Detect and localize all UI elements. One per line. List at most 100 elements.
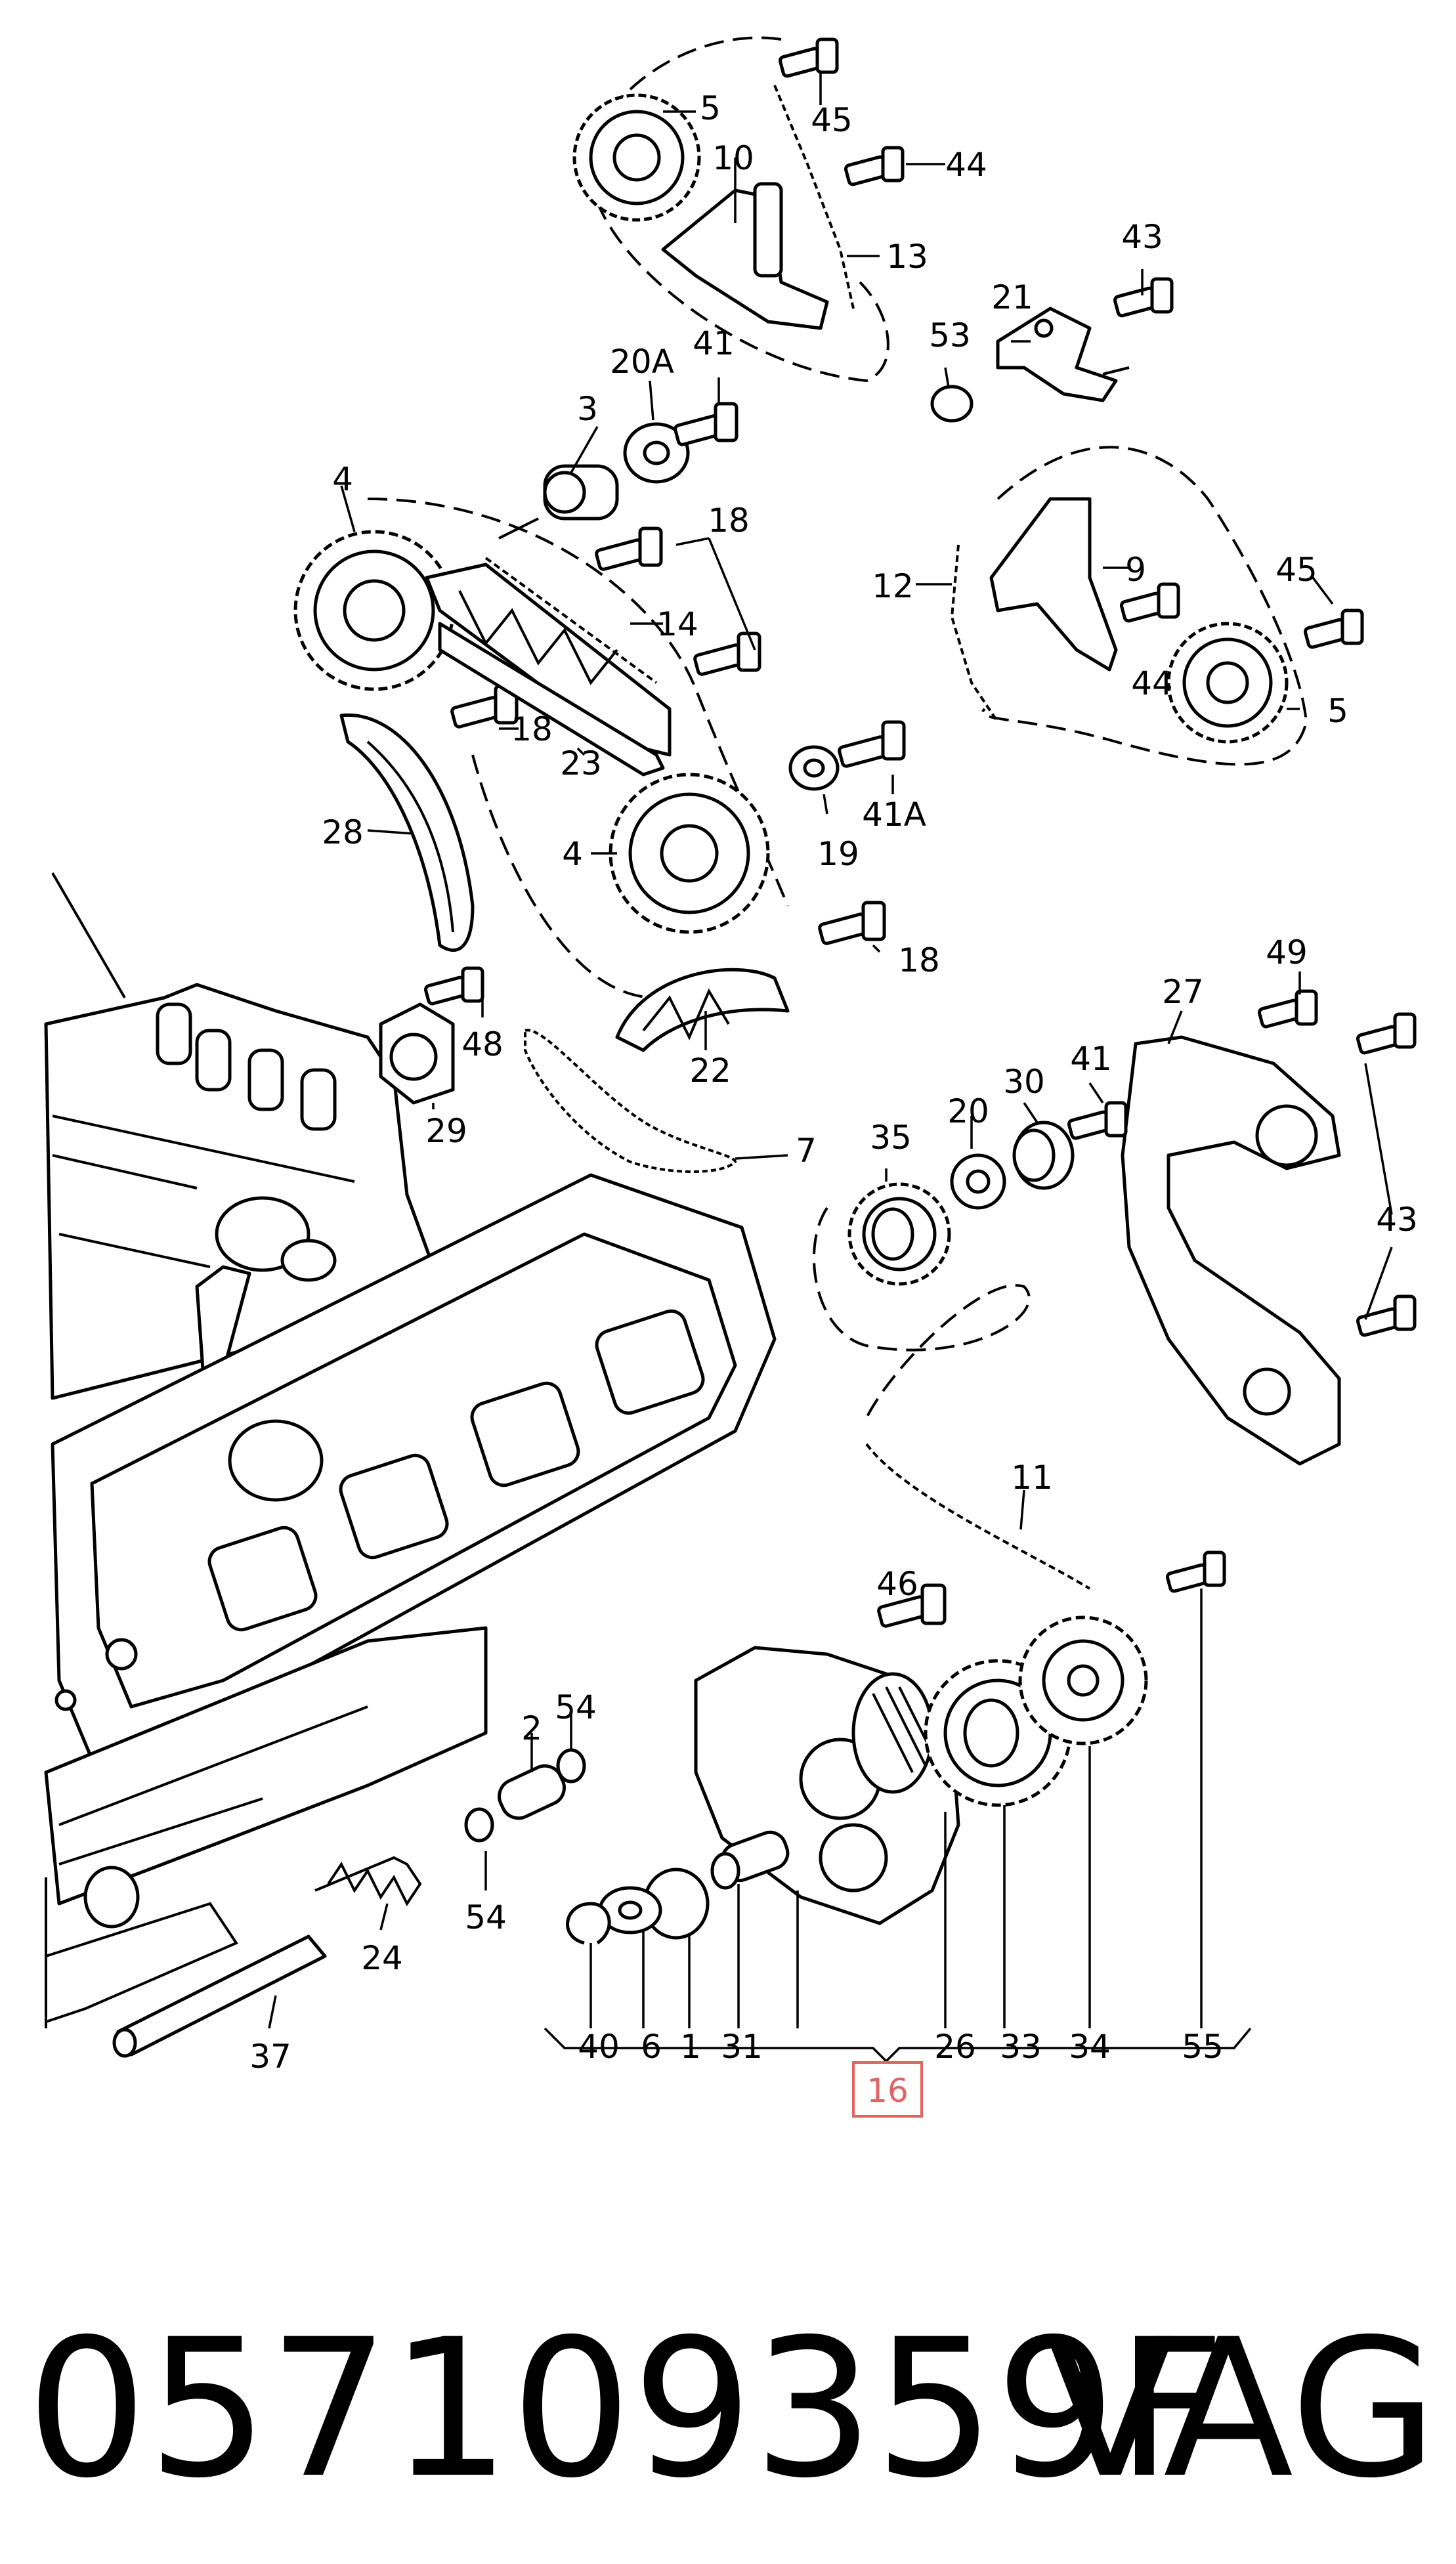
- callout-29: 29: [425, 1112, 467, 1150]
- callout-21: 21: [991, 278, 1033, 316]
- camshaft-sprocket-4-upper: [293, 530, 455, 691]
- bolt-43-b: [1356, 1294, 1417, 1337]
- callout-10: 10: [712, 139, 754, 177]
- chain-tensioner-21: [996, 307, 1130, 402]
- callout-53: 53: [929, 316, 971, 354]
- callout-16: 16: [867, 2072, 909, 2110]
- callout-44-lower: 44: [1131, 664, 1173, 702]
- callout-33: 33: [1000, 2028, 1042, 2066]
- left-bank-upper-assembly: [293, 498, 789, 999]
- circlip-40: [566, 1902, 611, 1945]
- callout-30: 30: [1003, 1063, 1045, 1101]
- bolt-43-upper: [1113, 277, 1174, 318]
- rod-37: [112, 1934, 327, 2058]
- spring-24: [314, 1856, 422, 1906]
- right-bank-lower-assembly: [950, 446, 1308, 766]
- bolt-41-upper: [674, 402, 739, 446]
- guide-rail-22: [615, 968, 790, 1052]
- callout-12: 12: [872, 567, 914, 605]
- callout-34: 34: [1069, 2028, 1111, 2066]
- callout-35: 35: [870, 1119, 912, 1157]
- drive-shaft-31: [710, 1830, 790, 1890]
- callout-27: 27: [1162, 973, 1204, 1011]
- callout-45: 45: [811, 101, 853, 139]
- callout-4-lower: 4: [562, 835, 583, 873]
- bolt-45-lower: [1303, 609, 1364, 649]
- bolt-18-lower: [818, 901, 886, 945]
- bushing-30: [1012, 1121, 1075, 1190]
- callout-5: 5: [700, 89, 721, 127]
- bolts-18-upper: [450, 526, 761, 729]
- callout-23: 23: [560, 744, 602, 782]
- sprocket-34: [1018, 1615, 1148, 1745]
- o-ring-54-lower: [464, 1807, 494, 1843]
- cover-29: [379, 1002, 455, 1105]
- callout-24: 24: [361, 1939, 403, 1977]
- callout-18: 18: [708, 502, 750, 540]
- part-number: 057109359F: [26, 2299, 1226, 2520]
- callout-49: 49: [1266, 933, 1308, 972]
- callout-46: 46: [876, 1565, 918, 1603]
- washer-20-hole: [966, 1169, 991, 1194]
- callout-13: 13: [886, 238, 928, 276]
- bolt-44-lower: [1119, 582, 1180, 623]
- bolt-41-middle: [1067, 1101, 1128, 1140]
- callout-18-mid: 18: [511, 710, 553, 748]
- camshaft-adjuster-3: [498, 464, 619, 540]
- callout-14: 14: [656, 605, 698, 643]
- chain-cover-27: [1121, 1035, 1341, 1466]
- callout-26: 26: [934, 2028, 976, 2066]
- bolt-55: [1165, 1550, 1226, 1593]
- camshaft-sprocket-4-lower: [609, 773, 770, 934]
- callout-5-lower: 5: [1327, 692, 1348, 730]
- callout-41A: 41A: [862, 796, 926, 834]
- callout-6: 6: [641, 2028, 662, 2066]
- bolt-45-upper: [778, 37, 839, 78]
- highlight-box-16: [852, 2061, 923, 2118]
- leader-lines: [268, 72, 1393, 2029]
- drive-chain-11: [865, 1443, 1091, 1590]
- bolt-41A: [838, 720, 906, 768]
- washer-20A-hole: [643, 440, 670, 465]
- callout-7: 7: [796, 1132, 817, 1170]
- callout-48: 48: [461, 1025, 503, 1063]
- chain-path-lower: [813, 1207, 1031, 1419]
- callout-43-lower: 43: [1376, 1201, 1418, 1239]
- callout-11: 11: [1011, 1459, 1053, 1497]
- callout-44: 44: [945, 146, 987, 184]
- callout-4: 4: [332, 460, 353, 498]
- callout-9: 9: [1125, 551, 1146, 589]
- guide-rail-28: [339, 713, 475, 952]
- o-ring-54-upper: [556, 1748, 586, 1784]
- callout-31: 31: [721, 2028, 763, 2066]
- callout-19: 19: [817, 835, 859, 873]
- washer-19-hole: [803, 758, 825, 778]
- callout-41: 41: [693, 324, 735, 362]
- washer-6-hole: [618, 1900, 643, 1920]
- o-ring-53: [930, 385, 974, 423]
- callout-37: 37: [249, 2038, 291, 2076]
- callout-43: 43: [1121, 218, 1163, 256]
- callout-1: 1: [680, 2028, 701, 2066]
- callout-3: 3: [577, 390, 598, 428]
- sprocket-35: [847, 1182, 951, 1286]
- callout-18-lower: 18: [898, 941, 940, 979]
- bolt-49: [1257, 989, 1318, 1029]
- guide-rail-23: [438, 622, 665, 777]
- callout-20A: 20A: [610, 343, 674, 381]
- bolt-46: [877, 1583, 947, 1628]
- bolt-44-upper: [844, 146, 905, 186]
- callout-28: 28: [322, 813, 364, 851]
- callout-22: 22: [689, 1052, 731, 1090]
- callout-54-lower: 54: [465, 1898, 507, 1936]
- bolt-48: [423, 966, 484, 1006]
- brand-name: VAG: [1045, 2299, 1438, 2520]
- callout-2: 2: [521, 1709, 542, 1747]
- camshaft-sprocket-5-upper: [572, 93, 701, 222]
- callout-55: 55: [1182, 2028, 1224, 2066]
- right-bank-upper-assembly: [572, 36, 889, 383]
- callout-labels: 45 44 5 10 13 43 21 53 20A 41 3 4 18 14 …: [249, 89, 1418, 2076]
- callout-40: 40: [578, 2028, 620, 2066]
- bolt-43-a: [1356, 1012, 1417, 1055]
